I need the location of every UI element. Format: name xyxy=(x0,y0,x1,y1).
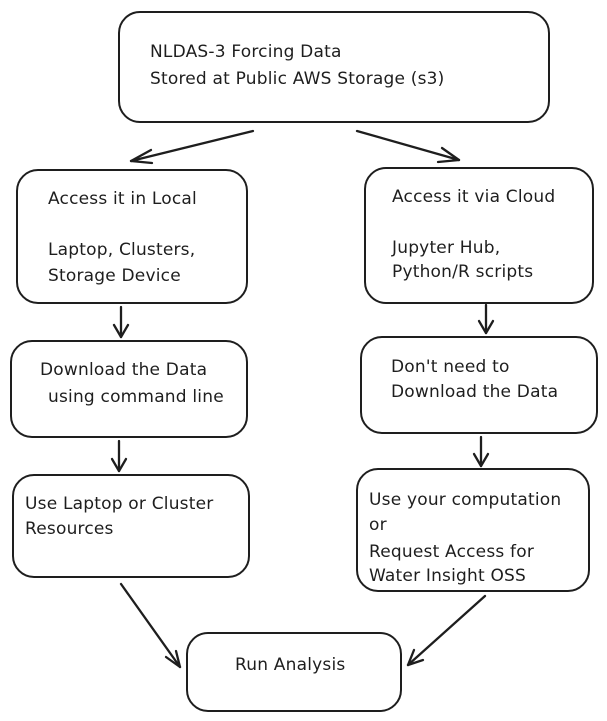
node-laptop-resources-line1: Use Laptop or Cluster xyxy=(25,494,214,514)
node-source-line2: Stored at Public AWS Storage (s3) xyxy=(150,69,445,89)
node-source-line1: NLDAS-3 Forcing Data xyxy=(150,42,342,62)
node-computation-line2: or xyxy=(369,515,387,535)
node-source xyxy=(118,11,550,123)
node-local-title: Access it in Local xyxy=(48,189,197,209)
node-local-line2: Storage Device xyxy=(48,266,181,286)
node-laptop-resources-line2: Resources xyxy=(25,519,114,539)
node-no-download xyxy=(360,336,598,434)
node-download-line1: Download the Data xyxy=(40,360,208,380)
node-local-line1: Laptop, Clusters, xyxy=(48,240,196,260)
arrow-source-to-cloud xyxy=(355,129,461,164)
node-laptop-resources xyxy=(12,474,250,578)
node-computation-line4: Water Insight OSS xyxy=(369,566,527,586)
node-no-download-line2: Download the Data xyxy=(391,382,559,402)
node-analysis-label: Run Analysis xyxy=(235,655,346,675)
arrow-laptop-resources-to-analysis xyxy=(119,582,182,669)
arrow-no-download-to-computation xyxy=(472,435,490,468)
node-local xyxy=(16,169,248,304)
node-analysis xyxy=(186,632,402,712)
node-cloud-title: Access it via Cloud xyxy=(392,187,556,207)
arrow-source-to-local xyxy=(129,129,255,165)
arrow-cloud-to-no-download xyxy=(477,303,495,335)
arrow-download-to-laptop-resources xyxy=(110,439,128,473)
arrow-computation-to-analysis xyxy=(406,594,487,667)
node-computation xyxy=(356,468,590,592)
node-cloud-line1: Jupyter Hub, xyxy=(392,238,501,258)
node-download xyxy=(10,340,248,438)
node-computation-line3: Request Access for xyxy=(369,542,535,562)
node-download-line2: using command line xyxy=(48,387,224,407)
node-cloud xyxy=(364,167,594,304)
node-no-download-line1: Don't need to xyxy=(391,357,510,377)
node-cloud-line2: Python/R scripts xyxy=(392,262,534,282)
node-computation-line1: Use your computation xyxy=(369,490,562,510)
arrow-local-to-download xyxy=(112,305,130,339)
